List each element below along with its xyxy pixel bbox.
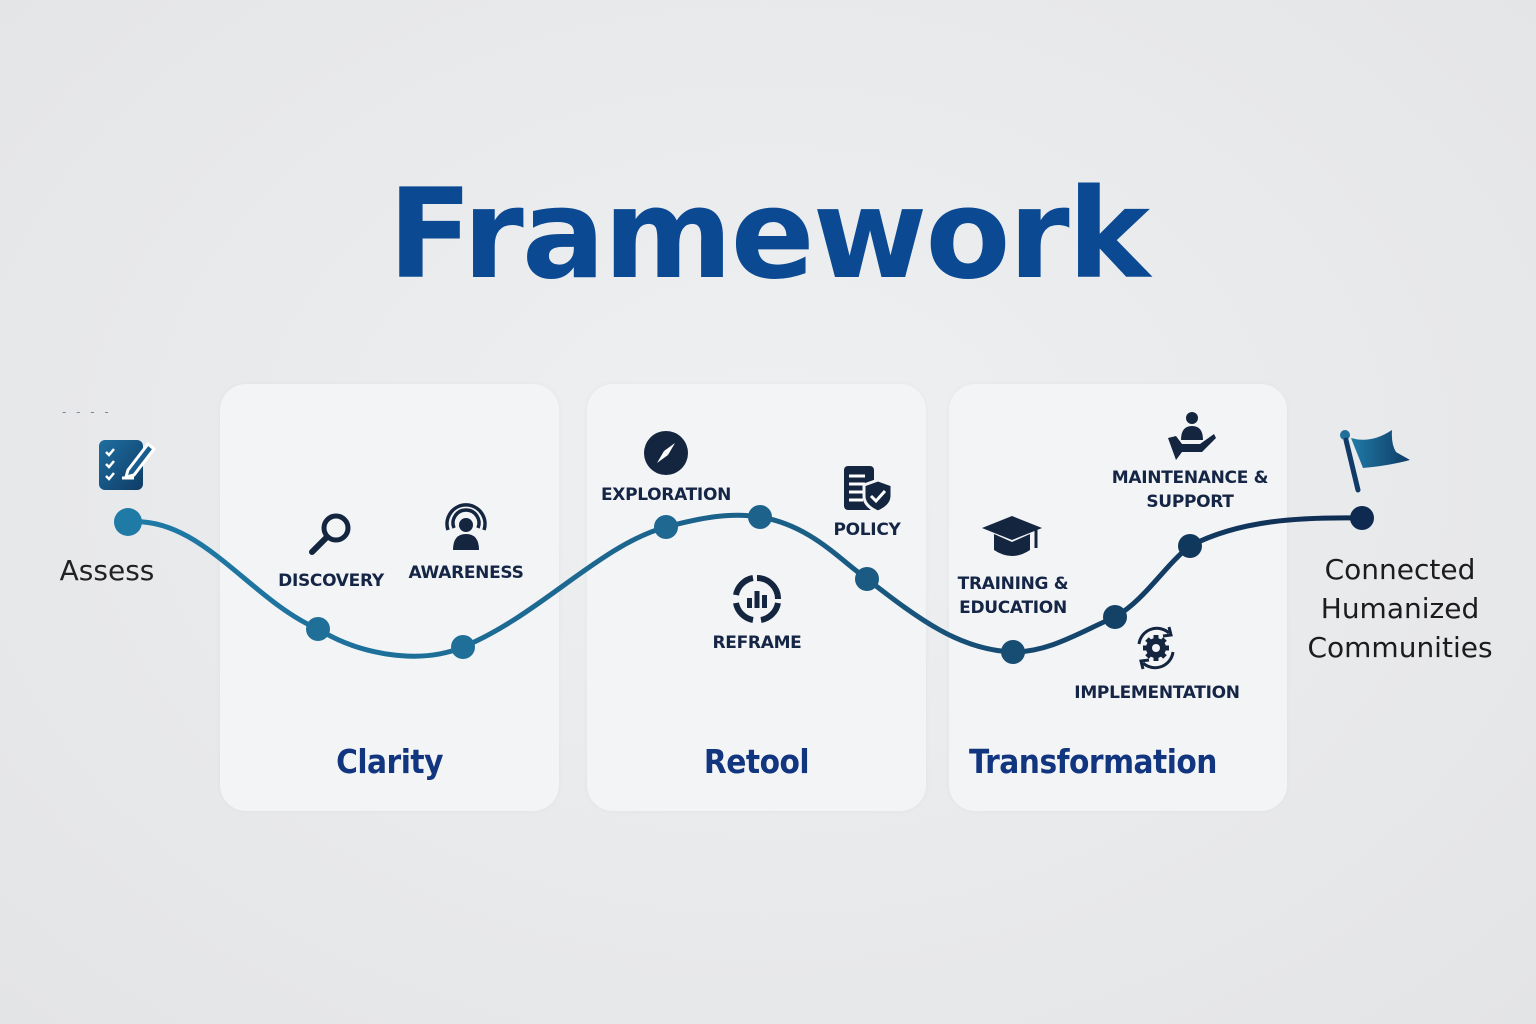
step-label-awareness: AWARENESS — [408, 563, 524, 583]
step-label-line: EDUCATION — [959, 598, 1067, 618]
step-label-training: TRAINING & EDUCATION — [958, 572, 1069, 620]
end-label-line: Humanized — [1320, 592, 1480, 625]
step-label-maintenance: MAINTENANCE & SUPPORT — [1111, 466, 1269, 514]
phase-title: Transformation — [969, 742, 1217, 781]
page-title: Framework — [387, 163, 1150, 307]
node-end — [1350, 506, 1374, 530]
decorative-dashes: - - - - — [62, 405, 112, 419]
checklist-edit-icon — [99, 440, 157, 490]
node-maintenance — [1178, 534, 1202, 558]
graduation-cap-icon — [982, 516, 1042, 556]
node-reframe — [748, 505, 772, 529]
document-shield-icon — [844, 466, 894, 514]
node-policy — [855, 567, 879, 591]
step-label-line: MAINTENANCE & — [1111, 468, 1269, 488]
node-training — [1001, 640, 1025, 664]
magnifier-icon — [309, 513, 351, 555]
node-awareness — [451, 635, 475, 659]
gear-cycle-icon — [1137, 626, 1175, 670]
step-label-line: SUPPORT — [1146, 492, 1234, 512]
end-label-line: Communities — [1307, 631, 1493, 664]
step-label-reframe: REFRAME — [712, 633, 802, 653]
step-label-exploration: EXPLORATION — [600, 485, 732, 505]
phase-title: Retool — [703, 742, 810, 781]
hand-person-icon — [1168, 412, 1216, 460]
compass-icon — [644, 431, 688, 475]
phase-panel-clarity: Clarity — [220, 384, 559, 811]
flag-icon — [1340, 430, 1410, 493]
chart-cycle-icon — [733, 575, 781, 623]
journey-path — [125, 512, 1365, 659]
step-label-implementation: IMPLEMENTATION — [1074, 683, 1240, 703]
node-assess — [114, 508, 142, 536]
end-label-line: Connected — [1324, 553, 1476, 586]
node-implementation — [1103, 605, 1127, 629]
end-label: Connected Humanized Communities — [1307, 550, 1492, 667]
step-label-discovery: DISCOVERY — [278, 571, 384, 591]
node-exploration — [654, 515, 678, 539]
node-discovery — [306, 617, 330, 641]
phase-title: Clarity — [336, 742, 443, 781]
step-label-line: TRAINING & — [957, 574, 1069, 594]
broadcast-person-icon — [445, 503, 487, 550]
phase-panel-transformation: Transformation — [949, 384, 1287, 811]
start-label: Assess — [59, 554, 155, 587]
step-label-policy: POLICY — [833, 520, 901, 540]
